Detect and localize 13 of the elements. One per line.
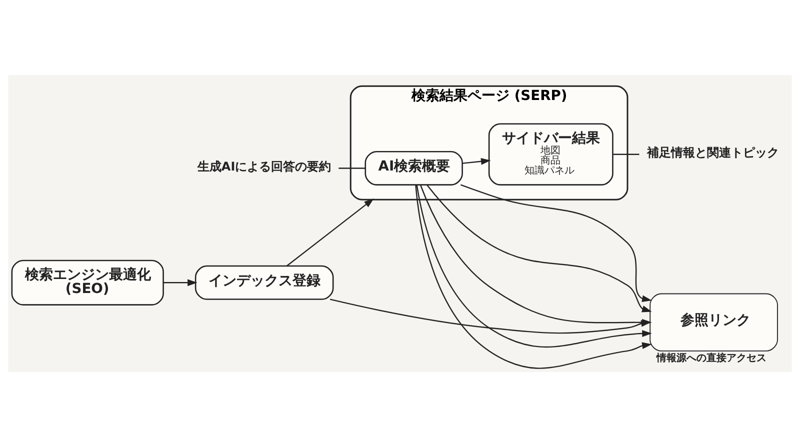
node-label: 情報源への直接アクセス bbox=[656, 352, 767, 364]
arrow bbox=[286, 198, 374, 266]
connector bbox=[338, 167, 366, 168]
arrow bbox=[462, 158, 491, 164]
node-box: サイドバー結果 地図 商品 知識パネル bbox=[488, 122, 614, 185]
node-text: 生成AIによる回答の要約 bbox=[197, 158, 332, 173]
node-text: 補足情報と関連トピック bbox=[646, 145, 779, 160]
node-box: インデックス登録 bbox=[194, 264, 334, 300]
node-box: AI検索概要 bbox=[364, 150, 463, 185]
node-box: 検索エンジン最適化 (SEO) bbox=[11, 259, 164, 305]
connector bbox=[613, 153, 640, 154]
arrow bbox=[163, 278, 198, 286]
arrow bbox=[460, 184, 652, 302]
